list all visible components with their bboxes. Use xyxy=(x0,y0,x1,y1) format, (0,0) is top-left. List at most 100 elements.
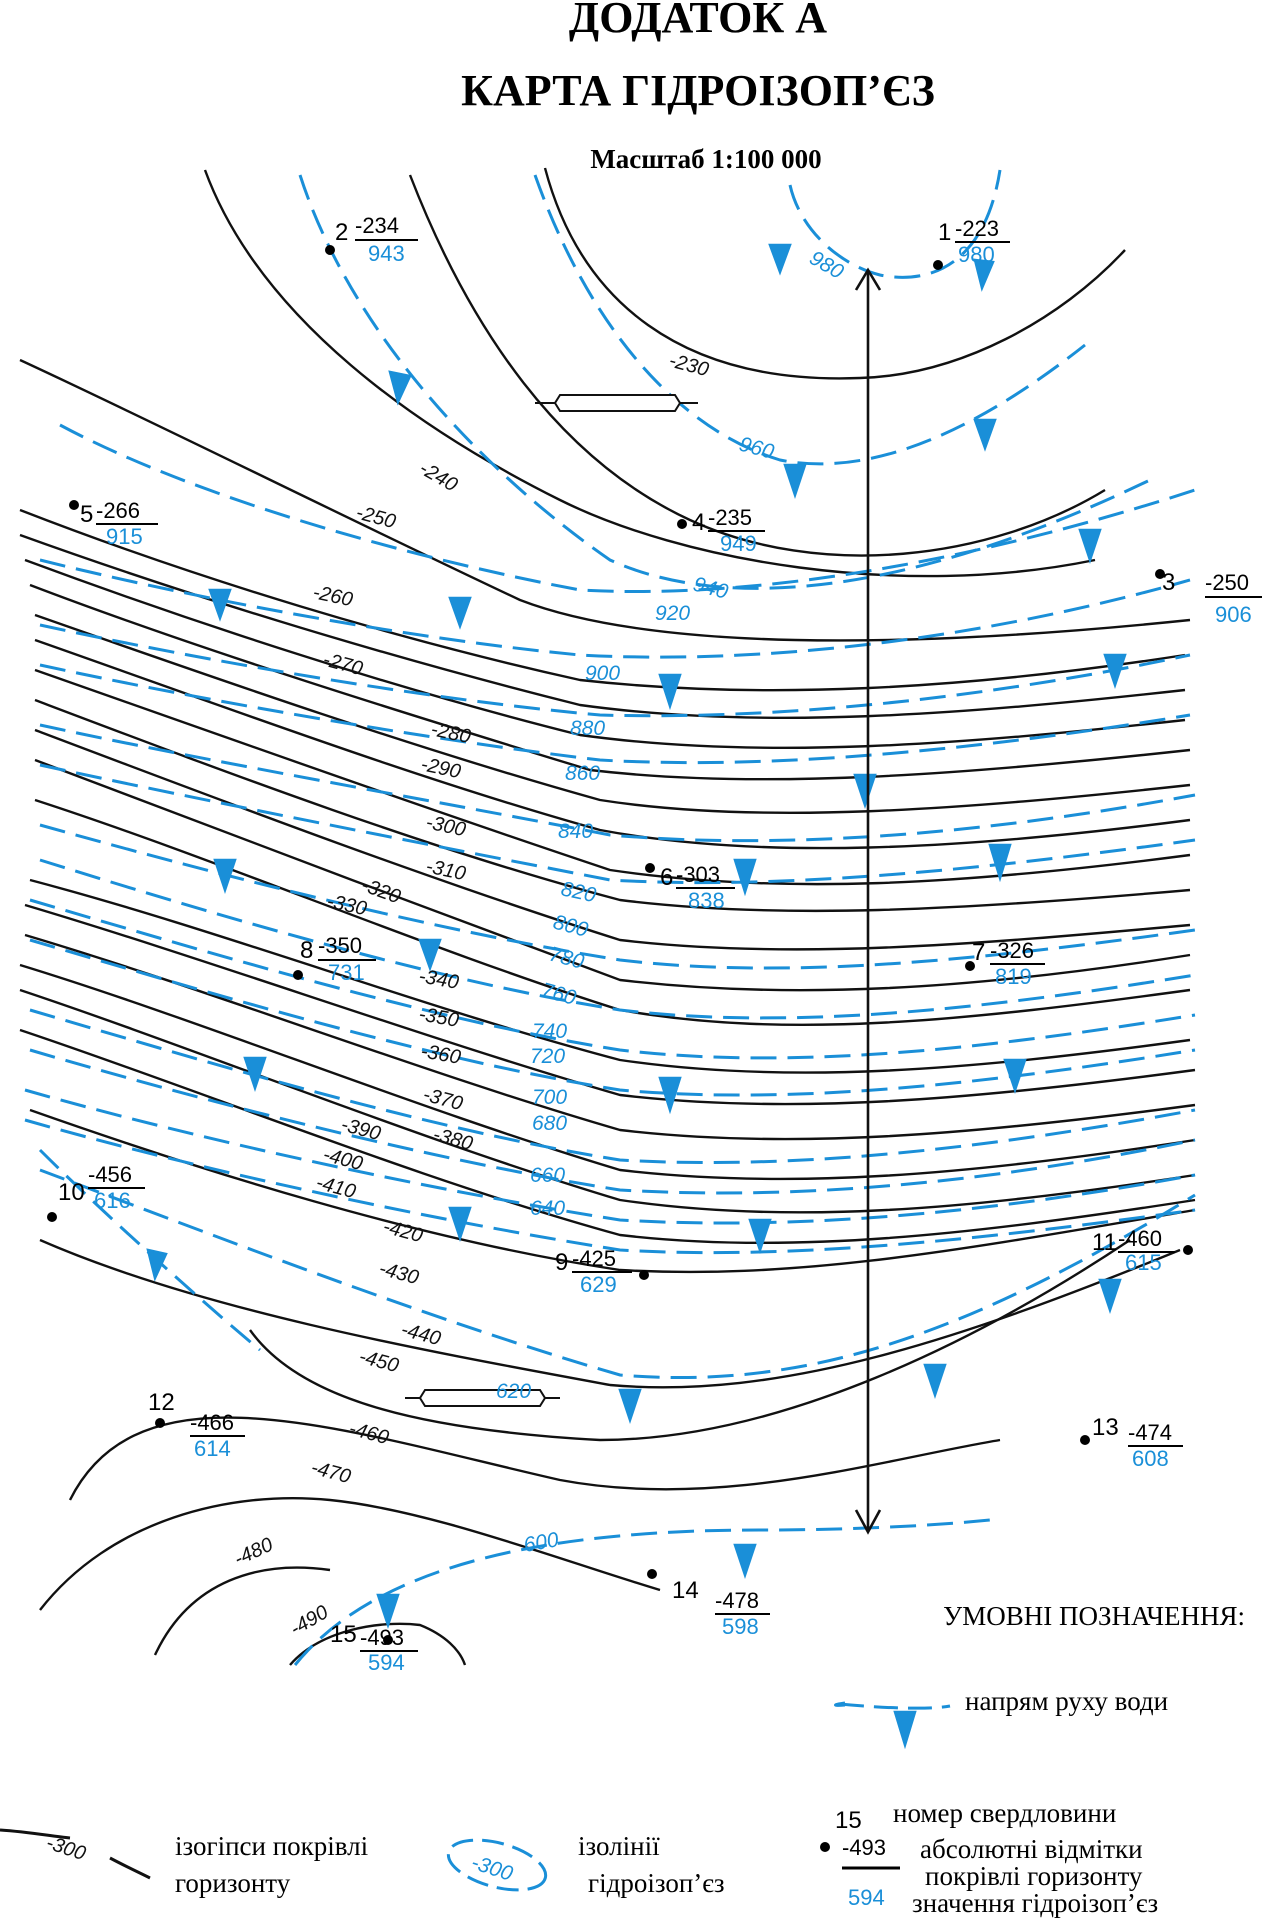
flow-arrow xyxy=(733,1543,757,1579)
pipe-symbol xyxy=(535,394,698,412)
well-top: -326 xyxy=(990,938,1034,963)
piezo-label: 720 xyxy=(530,1045,565,1068)
well-top: -456 xyxy=(88,1162,132,1187)
well-number: 6 xyxy=(660,864,673,891)
flow-arrow xyxy=(973,418,997,452)
flow-arrow xyxy=(748,1218,772,1254)
well-top: -425 xyxy=(572,1246,616,1271)
legend-piezo-text-2: гідроізоп’єз xyxy=(588,1868,725,1898)
well-top: -474 xyxy=(1128,1420,1172,1445)
well-top: -250 xyxy=(1205,570,1249,595)
piezo-label: 780 xyxy=(547,943,587,974)
piezo-label: 800 xyxy=(551,911,591,942)
well-4[interactable]: 4 -235 949 xyxy=(677,505,765,556)
well-2[interactable]: 2 -234 943 xyxy=(325,213,418,266)
well-piezo: 906 xyxy=(1215,602,1252,627)
legend-flow-text: напрям руху води xyxy=(965,1686,1168,1716)
contour-label: -310 xyxy=(424,855,468,885)
flow-arrow xyxy=(418,938,442,972)
well-top: -235 xyxy=(708,505,752,530)
legend: УМОВНІ ПОЗНАЧЕННЯ: напрям руху води -300… xyxy=(0,1601,1245,1918)
well-piezo: 615 xyxy=(1125,1250,1162,1275)
well-6[interactable]: 6 -303 838 xyxy=(645,862,735,913)
legend-well-num-text: номер свердловини xyxy=(893,1798,1116,1828)
flow-arrow xyxy=(448,596,472,630)
flow-arrow xyxy=(733,858,757,897)
piezo-label: 820 xyxy=(559,877,598,907)
well-top: -303 xyxy=(676,862,720,887)
contour-label: -280 xyxy=(429,718,473,748)
flow-arrow xyxy=(1003,1058,1027,1094)
well-number: 10 xyxy=(58,1179,85,1206)
well-12[interactable]: 12 -466 614 xyxy=(148,1389,245,1461)
well-7[interactable]: 7 -326 819 xyxy=(965,938,1045,989)
flow-arrow xyxy=(243,1056,267,1092)
piezo-label: 680 xyxy=(532,1112,567,1135)
contour-label: -270 xyxy=(321,649,365,681)
legend-well-piezo-text: значення гідроізоп’єз xyxy=(912,1888,1158,1918)
contour-label: -240 xyxy=(416,457,462,496)
flow-arrow-icon xyxy=(893,1710,917,1750)
well-9[interactable]: 9 -425 629 xyxy=(555,1246,649,1297)
contour-label: -460 xyxy=(347,1418,391,1450)
piezo-label: 640 xyxy=(530,1197,565,1220)
title-line-1: ДОДАТОК А xyxy=(569,0,827,42)
well-number: 7 xyxy=(972,939,985,966)
well-number: 11 xyxy=(1092,1229,1117,1256)
wells: 1 -223 980 2 -234 943 3 -250 906 4 -235 … xyxy=(47,213,1262,1675)
piezo-label: 740 xyxy=(532,1020,567,1043)
flow-arrow xyxy=(448,1206,472,1242)
contour-label: -420 xyxy=(381,1216,425,1248)
piezo-label: 980 xyxy=(806,246,848,284)
well-top: -466 xyxy=(190,1410,234,1435)
legend-piezo-text-1: ізолінії xyxy=(578,1831,660,1861)
piezo-label: 840 xyxy=(558,820,593,843)
well-piezo: 608 xyxy=(1132,1446,1169,1471)
legend-contour-text-2: горизонту xyxy=(175,1868,291,1898)
piezo-label: 960 xyxy=(737,433,777,464)
piezo-label: 940 xyxy=(691,573,731,604)
well-piezo: 614 xyxy=(194,1436,231,1461)
flow-arrow xyxy=(768,243,792,276)
contour-label: -410 xyxy=(314,1172,358,1204)
flow-arrow xyxy=(658,673,682,711)
well-3[interactable]: 3 -250 906 xyxy=(1155,569,1262,627)
cross-section-line xyxy=(854,267,882,1535)
well-5[interactable]: 5 -266 915 xyxy=(69,498,158,549)
well-top: -266 xyxy=(96,498,140,523)
legend-contour-text-1: ізогіпси покрівлі xyxy=(175,1831,368,1861)
well-1[interactable]: 1 -223 980 xyxy=(933,216,1010,270)
contour-label: -480 xyxy=(231,1534,277,1571)
well-piezo: 731 xyxy=(328,960,365,985)
legend-contour-sample: -300 xyxy=(43,1832,88,1865)
well-10[interactable]: 10 -456 616 xyxy=(47,1162,145,1222)
flow-arrow xyxy=(388,370,412,406)
well-top: -223 xyxy=(955,216,999,241)
well-piezo: 915 xyxy=(106,524,143,549)
well-13[interactable]: 13 -474 608 xyxy=(1080,1414,1183,1471)
flow-arrow xyxy=(658,1076,682,1115)
piezo-label: 700 xyxy=(532,1086,567,1109)
flow-arrow xyxy=(1098,1278,1122,1314)
title-line-2: КАРТА ГІДРОІЗОП’ЄЗ xyxy=(461,66,935,115)
well-number: 3 xyxy=(1162,569,1175,596)
piezo-label: 900 xyxy=(585,662,620,685)
well-number: 2 xyxy=(335,219,348,246)
well-15[interactable]: 15 -493 594 xyxy=(330,1621,418,1675)
flow-arrow xyxy=(213,858,237,894)
map-scale: Масштаб 1:100 000 xyxy=(590,144,821,174)
legend-well-num: 15 xyxy=(835,1807,862,1834)
well-14[interactable]: 14 -478 598 xyxy=(647,1569,770,1639)
well-number: 13 xyxy=(1092,1414,1119,1441)
piezo-label: 660 xyxy=(530,1164,565,1187)
flow-arrow xyxy=(973,258,995,292)
contour-label: -400 xyxy=(321,1144,365,1176)
well-8[interactable]: 8 -350 731 xyxy=(293,933,376,985)
flow-arrow xyxy=(146,1248,168,1282)
flow-arrow xyxy=(1078,528,1102,564)
well-11[interactable]: 11 -460 615 xyxy=(1092,1226,1193,1275)
contour-label: -340 xyxy=(417,965,460,994)
well-number: 5 xyxy=(80,501,93,528)
piezometric-labels: 980 960 940 920 900 880 860 840 820 800 … xyxy=(496,246,848,1557)
legend-well: 15 -493 594 номер свердловини абсолютні … xyxy=(820,1798,1158,1918)
